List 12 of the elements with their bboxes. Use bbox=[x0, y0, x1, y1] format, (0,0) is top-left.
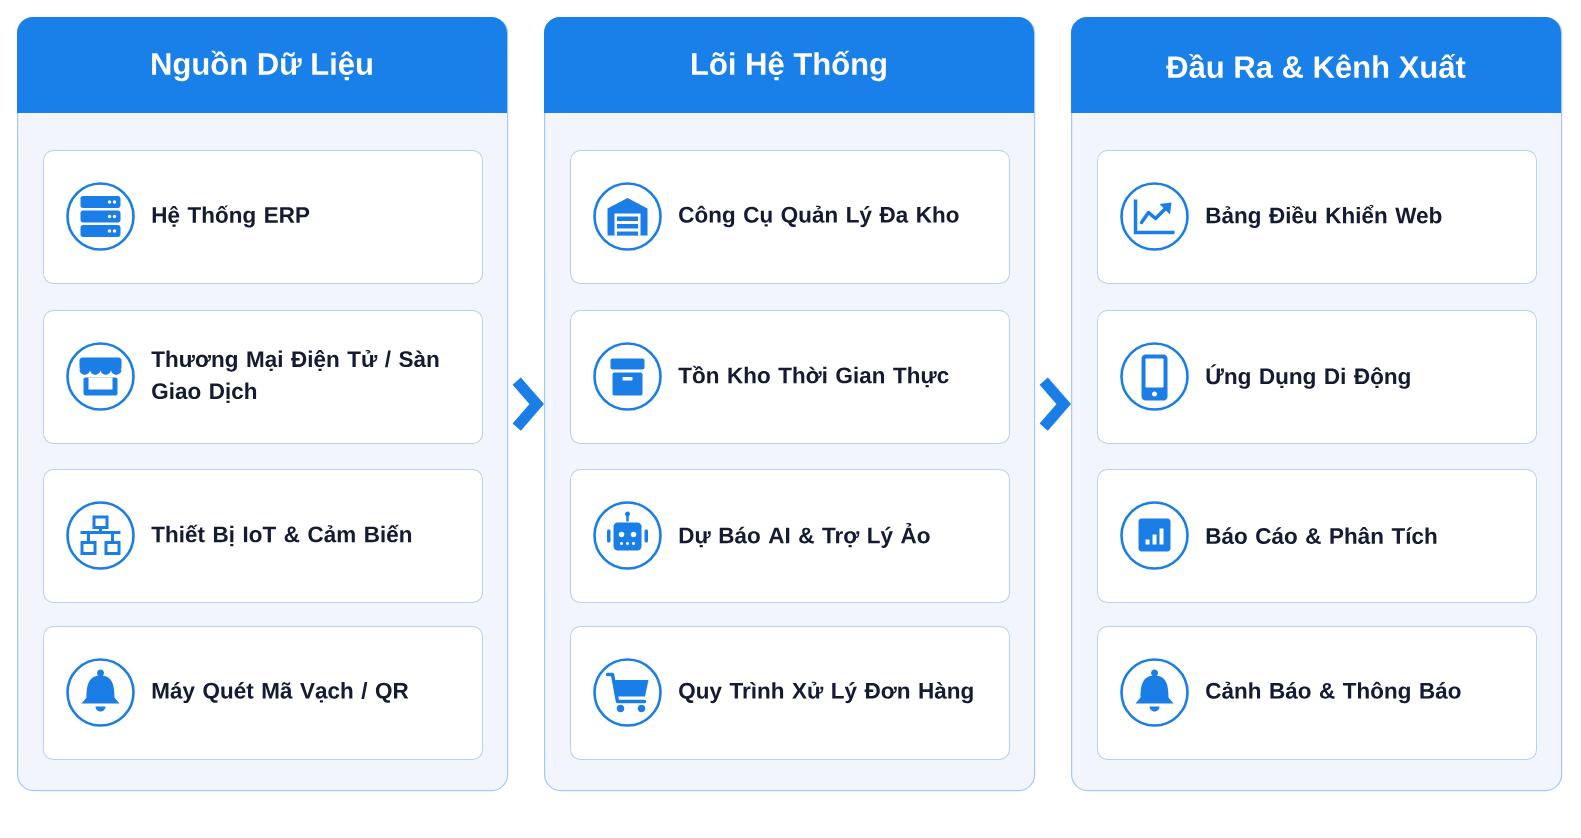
item-card: Báo Cáo & Phân Tích bbox=[1097, 469, 1537, 603]
item-card: Công Cụ Quản Lý Đa Kho bbox=[570, 150, 1010, 284]
item-card: Quy Trình Xử Lý Đơn Hàng bbox=[570, 626, 1010, 760]
item-card: Máy Quét Mã Vạch / QR bbox=[43, 626, 483, 760]
item-card: Ứng Dụng Di Động bbox=[1097, 310, 1537, 444]
item-card: Tồn Kho Thời Gian Thực bbox=[570, 310, 1010, 444]
item-card: Dự Báo AI & Trợ Lý Ảo bbox=[570, 469, 1010, 603]
item-card: Hệ Thống ERP bbox=[43, 150, 483, 284]
item-card: Bảng Điều Khiển Web bbox=[1097, 150, 1537, 284]
item-card: Thiết Bị IoT & Cảm Biến bbox=[43, 469, 483, 603]
item-card: Cảnh Báo & Thông Báo bbox=[1097, 626, 1537, 760]
item-card: Thương Mại Điện Tử / Sàn Giao Dịch bbox=[43, 310, 483, 444]
